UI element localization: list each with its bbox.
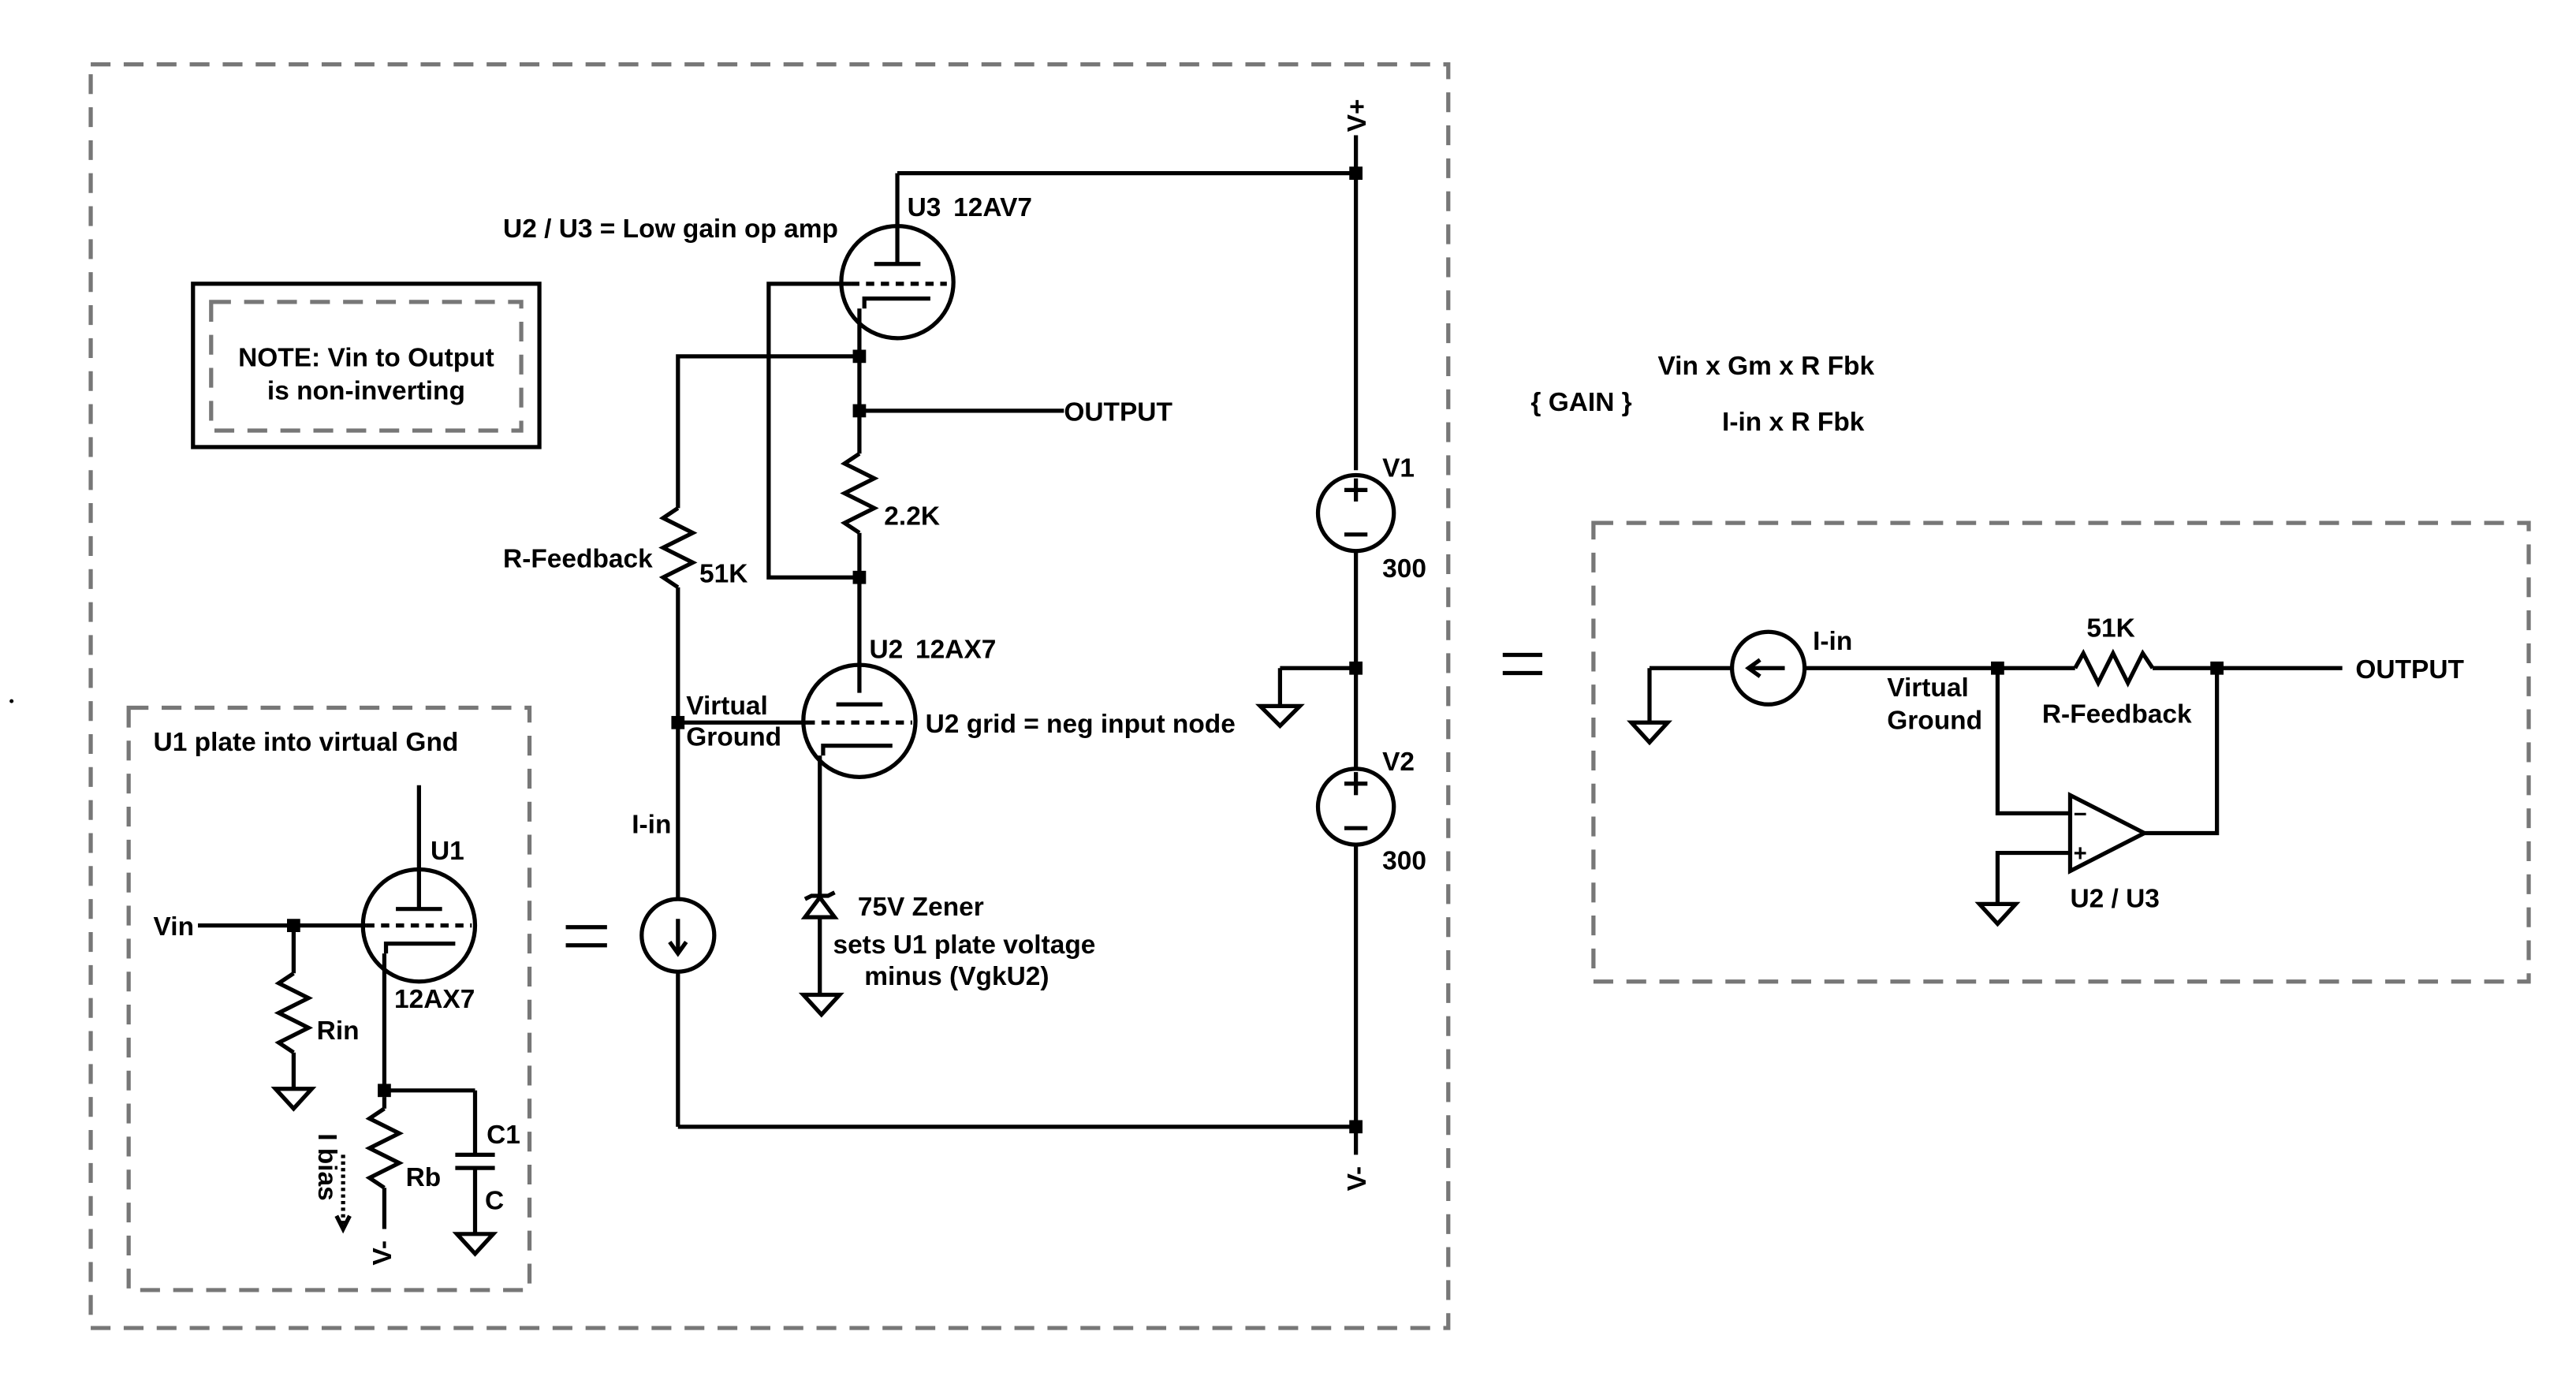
stray-dot (9, 699, 14, 703)
u2-tube (801, 662, 918, 900)
v2-value: 300 (1382, 846, 1426, 875)
v2-source (1315, 766, 1396, 847)
u1-cathode-network (334, 1083, 498, 1257)
iin-current-source (639, 897, 717, 1127)
u3-part: 12AV7 (953, 193, 1032, 222)
gain-denominator: I-in x R Fbk (1722, 408, 1865, 437)
eq-opamp (1974, 668, 2220, 927)
ibias-label: I bias (312, 1133, 341, 1201)
note-line2: is non-inverting (267, 376, 465, 405)
eq-51k-label: 51K (2086, 614, 2134, 643)
u2-part: 12AX7 (915, 636, 996, 665)
virtual-label: Virtual (686, 692, 768, 721)
midpoint-ground (1254, 666, 1356, 729)
eq-rfeedback-resistor (1991, 648, 2343, 688)
zener-note2: minus (VgkU2) (864, 962, 1049, 991)
u2u3-note: U2 / U3 = Low gain op amp (503, 214, 838, 244)
virtual-ground-node (671, 715, 807, 729)
c1-label: C1 (486, 1121, 520, 1150)
u1-box (126, 705, 532, 1292)
iin-label: I-in (632, 810, 671, 839)
r51k-label: 51K (699, 559, 747, 588)
vminus-u1-label: V- (368, 1240, 397, 1266)
eq-rfeedback-label: R-Feedback (2042, 699, 2192, 729)
eq-opamp-minus: − (2074, 801, 2087, 827)
zener-note1: sets U1 plate voltage (833, 931, 1095, 960)
u1-input-network (198, 919, 367, 1112)
u1-tube (360, 785, 478, 1098)
vminus-label: V- (1343, 1166, 1372, 1192)
u3-tube (839, 214, 956, 356)
note-box: NOTE: Vin to Output is non-inverting (191, 282, 542, 449)
eq-output-label: OUTPUT (2355, 655, 2464, 684)
v1-source (1315, 472, 1396, 554)
v2-label: V2 (1382, 748, 1415, 777)
u1-label: U1 (431, 837, 464, 866)
u1-part: 12AX7 (394, 985, 475, 1014)
gain-numerator: Vin x Gm x R Fbk (1657, 352, 1874, 381)
rin-label: Rin (317, 1016, 360, 1046)
eq-iin-source (1729, 629, 2075, 707)
zener-label: 75V Zener (858, 893, 984, 922)
v1-value: 300 (1382, 554, 1426, 584)
equals-middle (1502, 652, 1543, 676)
equals-left (565, 925, 607, 948)
rb-label: Rb (406, 1163, 442, 1192)
ground-label: Ground (686, 723, 781, 752)
vplus-label: V+ (1343, 99, 1372, 132)
equivalent-circuit-box (1591, 520, 2531, 984)
u2-label: U2 (869, 636, 903, 665)
u3-label: U3 (908, 193, 941, 222)
eq-ground-left (1627, 666, 1732, 746)
rfeedback-resistor (658, 354, 859, 900)
eq-ground-label: Ground (1887, 707, 1982, 736)
gain-label: { GAIN } (1530, 388, 1631, 417)
u3-grid-wire (766, 282, 859, 580)
eq-virtual-label: Virtual (1887, 673, 1969, 703)
supply-rails (677, 135, 1363, 1155)
u2-grid-label: U2 grid = neg input node (926, 710, 1236, 739)
c-label: C (485, 1186, 504, 1215)
output-main-label: OUTPUT (1064, 397, 1172, 427)
eq-opamp-label: U2 / U3 (2070, 885, 2159, 914)
main-circuit-box (88, 62, 1451, 1330)
eq-iin-label: I-in (1813, 627, 1852, 656)
vin-label: Vin (154, 912, 194, 942)
v1-label: V1 (1382, 454, 1415, 483)
u1-box-title: U1 plate into virtual Gnd (154, 728, 459, 757)
r22k-label: 2.2K (884, 502, 940, 531)
note-line1: NOTE: Vin to Output (238, 343, 494, 372)
eq-opamp-plus: + (2074, 841, 2087, 867)
zener-diode (798, 890, 844, 1018)
rfeedback-label: R-Feedback (503, 545, 653, 574)
